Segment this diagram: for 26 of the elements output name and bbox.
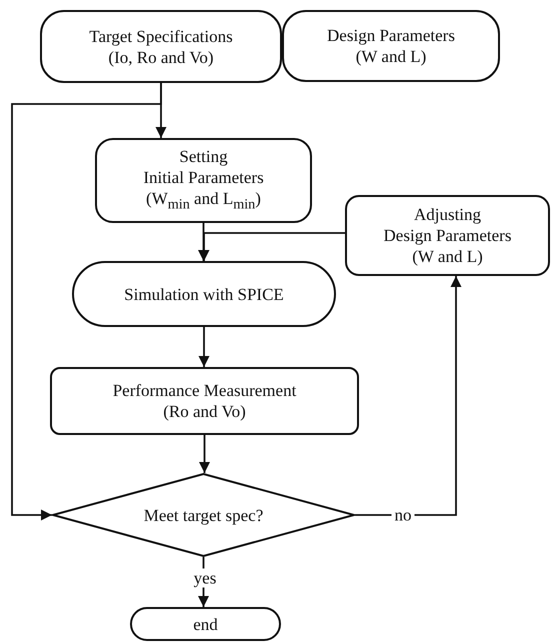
process-box — [282, 10, 500, 82]
arrow — [199, 435, 210, 473]
node-label: (Ro and Vo) — [163, 401, 246, 422]
node-label: (W$_{min}$ and L$_{min}$) — [146, 188, 261, 214]
decision-diamond — [52, 473, 355, 557]
node-label: end — [193, 614, 218, 634]
process-box — [95, 138, 312, 223]
node-label: Design Parameters — [327, 25, 455, 46]
node-label: Performance Measurement — [112, 380, 296, 401]
node-label: Initial Parameters — [143, 166, 264, 188]
process-box — [345, 195, 550, 276]
node-label: (Io, Ro and Vo) — [108, 46, 214, 68]
node-label: Target Specifications — [89, 26, 233, 46]
node-label: Setting — [179, 146, 228, 167]
node-label: Simulation with SPICE — [124, 284, 284, 304]
node-label: Meet target spec? — [144, 504, 264, 526]
arrow — [198, 327, 210, 367]
process-box — [50, 367, 359, 435]
arrow — [355, 276, 462, 516]
arrow — [11, 83, 162, 520]
node-label: Adjusting — [414, 204, 482, 225]
process-box — [40, 10, 282, 83]
node-label: (W and L) — [356, 46, 426, 67]
node-label: (W and L) — [412, 246, 483, 267]
process-box — [130, 607, 281, 641]
node-label: Design Parameters — [384, 225, 512, 246]
